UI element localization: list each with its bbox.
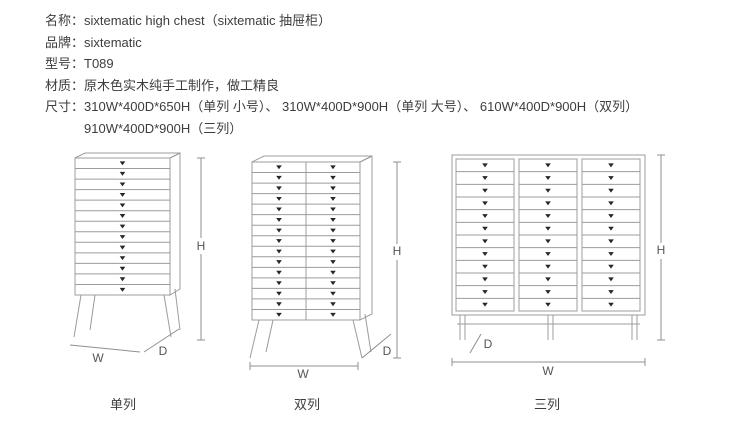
triple-column-chest-drawing: D H W (451, 154, 666, 378)
width-label: W (542, 364, 554, 378)
cabinet-front (74, 157, 171, 296)
caption-triple-column: 三列 (533, 397, 560, 412)
width-depth-dimension: W D (69, 328, 180, 365)
spec-size-line-2: 910W*400D*900H（三列） (84, 120, 243, 136)
spec-text-block: 名称：sixtematic high chest（sixtematic 抽屉柜）… (45, 10, 638, 139)
spec-material: 材质：原木色实木纯手工制作，做工精良 (45, 77, 280, 93)
width-dimension: W (249, 362, 359, 381)
cabinet-legs (73, 288, 181, 338)
cabinet-side-panel (169, 152, 181, 296)
caption-double-column: 双列 (293, 397, 320, 412)
drawer-stack (519, 163, 577, 307)
cabinet-top-face (251, 155, 373, 163)
cabinet-top-face (74, 152, 181, 159)
height-label: H (393, 244, 402, 258)
drawer-stack (75, 161, 170, 292)
spec-size-line-1: 尺寸：310W*400D*650H（单列 小号）、 310W*400D*900H… (45, 99, 639, 114)
drawer-stack (456, 163, 514, 307)
depth-label: D (383, 344, 392, 358)
caption-single-column: 单列 (109, 397, 136, 412)
height-label: H (197, 239, 206, 253)
height-label: H (657, 243, 666, 257)
diagram-triple-column: D H W (445, 148, 680, 388)
width-dimension: W (451, 358, 646, 378)
drawer-stack (306, 165, 360, 317)
height-dimension: H (197, 157, 206, 341)
drawer-stack (582, 163, 640, 307)
spec-brand: 品牌：sixtematic (45, 34, 142, 50)
diagram-single-column: H W D (68, 150, 218, 370)
depth-label: D (159, 344, 168, 358)
spec-model: 型号：T089 (45, 56, 114, 71)
diagram-double-column: H W D (245, 152, 410, 387)
cabinet-legs (249, 313, 372, 359)
double-column-chest-drawing: H W D (249, 155, 402, 381)
spec-name: 名称：sixtematic high chest（sixtematic 抽屉柜） (45, 13, 332, 28)
width-label: W (92, 351, 104, 365)
width-label: W (297, 367, 309, 381)
drawer-stack (252, 165, 306, 317)
cabinet-base-legs (457, 315, 640, 340)
single-column-chest-drawing: H W D (69, 152, 206, 365)
height-dimension: H (393, 161, 402, 359)
cabinet-side-panel (359, 155, 373, 321)
depth-dimension: D (469, 333, 493, 354)
height-dimension: H (657, 154, 666, 341)
depth-label: D (484, 337, 493, 351)
depth-dimension: D (361, 333, 392, 359)
